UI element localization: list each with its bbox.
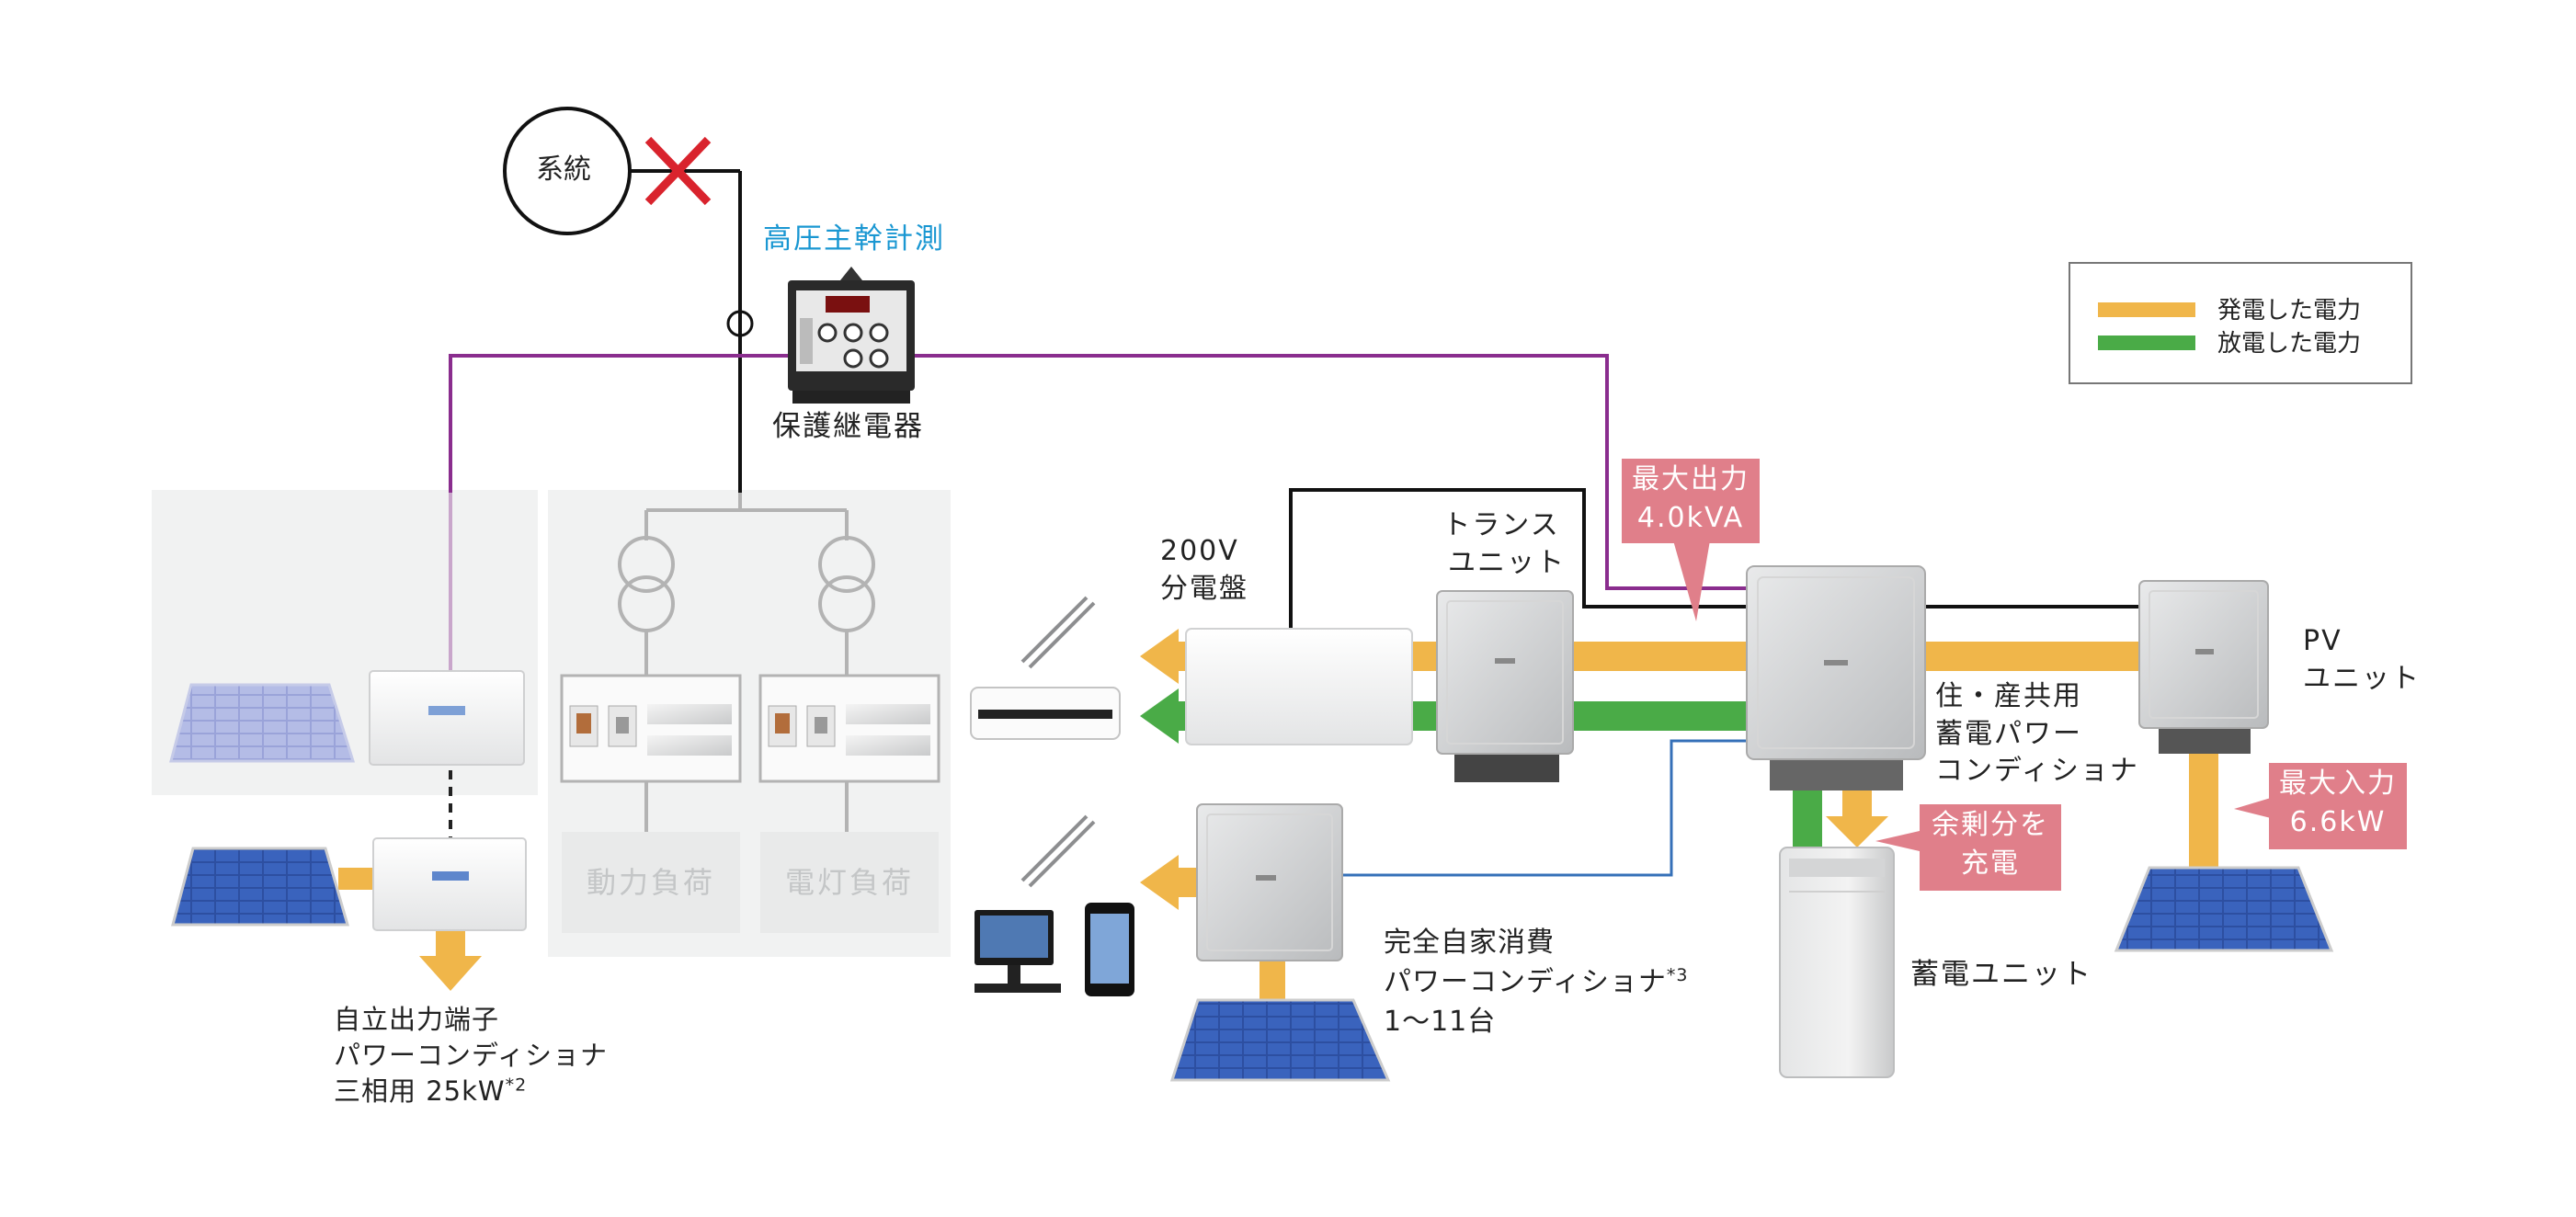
max-input-callout: 最大入力 6.6kW (2269, 763, 2407, 849)
solar-panel-icon (1169, 998, 1391, 1082)
pv-unit-label: PV ユニット (2303, 625, 2421, 695)
grid-label: 系統 (536, 154, 591, 186)
legend-swatch-discharged (2098, 336, 2195, 350)
grid-circle-icon (503, 107, 632, 235)
battery-unit-label: 蓄電ユニット (1910, 958, 2092, 991)
self-consumption-pcs-label: 完全自家消費 パワーコンディショナ*3 1〜11台 (1384, 927, 1689, 1038)
legend: 発電した電力 放電した電力 (2069, 262, 2412, 384)
transformer-icon (618, 536, 875, 632)
storage-pcs-label: 住・産共用 蓄電パワー コンディショナ (1935, 680, 2139, 787)
pcs-box-icon (372, 837, 527, 931)
generated-arrow-left (1140, 629, 1195, 684)
disconnect-cross-icon (644, 136, 712, 206)
desktop-pc-icon (975, 910, 1061, 993)
note-ref: *2 (505, 1075, 528, 1096)
surplus-charge-arrow (1826, 781, 1888, 847)
pcs-box-icon (1196, 803, 1343, 961)
panel-200v-label: 200V 分電盤 (1160, 535, 1248, 605)
breaker-panel-icon (560, 674, 940, 783)
pcs-25kw-line2: パワーコンディショナ (334, 1040, 608, 1072)
pcs-box-icon (1436, 590, 1574, 782)
hv-metering-label: 高圧主幹計測 (763, 222, 945, 256)
smartphone-icon (1085, 903, 1134, 996)
pcs-box-icon (369, 670, 525, 766)
lighting-load-box: 電灯負荷 (760, 832, 939, 933)
relay-signal-line (449, 354, 1747, 590)
fluorescent-light-icon (1020, 596, 1096, 888)
self-pcs-arrow-left (1140, 855, 1206, 910)
protection-relay-label: 保護継電器 (772, 410, 924, 443)
battery-unit-icon (1779, 847, 1895, 1078)
max-input-pointer (2234, 798, 2271, 818)
pcs-25kw-label: 自立出力端子 パワーコンディショナ 三相用 25kW*2 (334, 1002, 608, 1109)
solar-panel-icon (169, 683, 356, 763)
air-conditioner-icon (970, 687, 1121, 740)
grid-wiring (630, 169, 742, 493)
panel-trans-wire (1289, 488, 1747, 634)
distribution-panel-icon (1185, 628, 1413, 745)
discharged-arrow-left (1140, 688, 1195, 744)
power-load-box: 動力負荷 (562, 832, 740, 933)
pcs-box-icon (2138, 580, 2269, 754)
self-pv-flow (1260, 958, 1285, 1000)
legend-swatch-generated (2098, 302, 2195, 317)
battery-discharge-flow (1793, 781, 1822, 855)
legend-label-discharged: 放電した電力 (2217, 330, 2362, 358)
solar-panel-icon (171, 847, 349, 927)
pcs-25kw-line3: 三相用 25kW*2 (334, 1075, 528, 1108)
surplus-pointer (1875, 831, 1920, 851)
solar-panel-icon (2114, 866, 2334, 952)
trans-unit-label: トランス ユニット (1442, 509, 1566, 579)
transformer-feed-lines (644, 493, 849, 832)
pcs-box-icon (1746, 565, 1926, 790)
note-ref: *3 (1666, 964, 1689, 985)
legend-label-generated: 発電した電力 (2217, 297, 2362, 324)
backup-output-arrow (419, 928, 482, 991)
pcs-25kw-line1: 自立出力端子 (334, 1004, 500, 1035)
pv-flow-vertical (2189, 745, 2218, 873)
max-output-pointer (1673, 540, 1710, 621)
max-output-callout: 最大出力 4.0kVA (1622, 459, 1760, 543)
comm-line (1342, 739, 1756, 877)
backup-pv-flow (338, 868, 375, 890)
surplus-charge-callout: 余剰分を 充電 (1920, 804, 2061, 891)
relay-device-icon (788, 267, 915, 404)
